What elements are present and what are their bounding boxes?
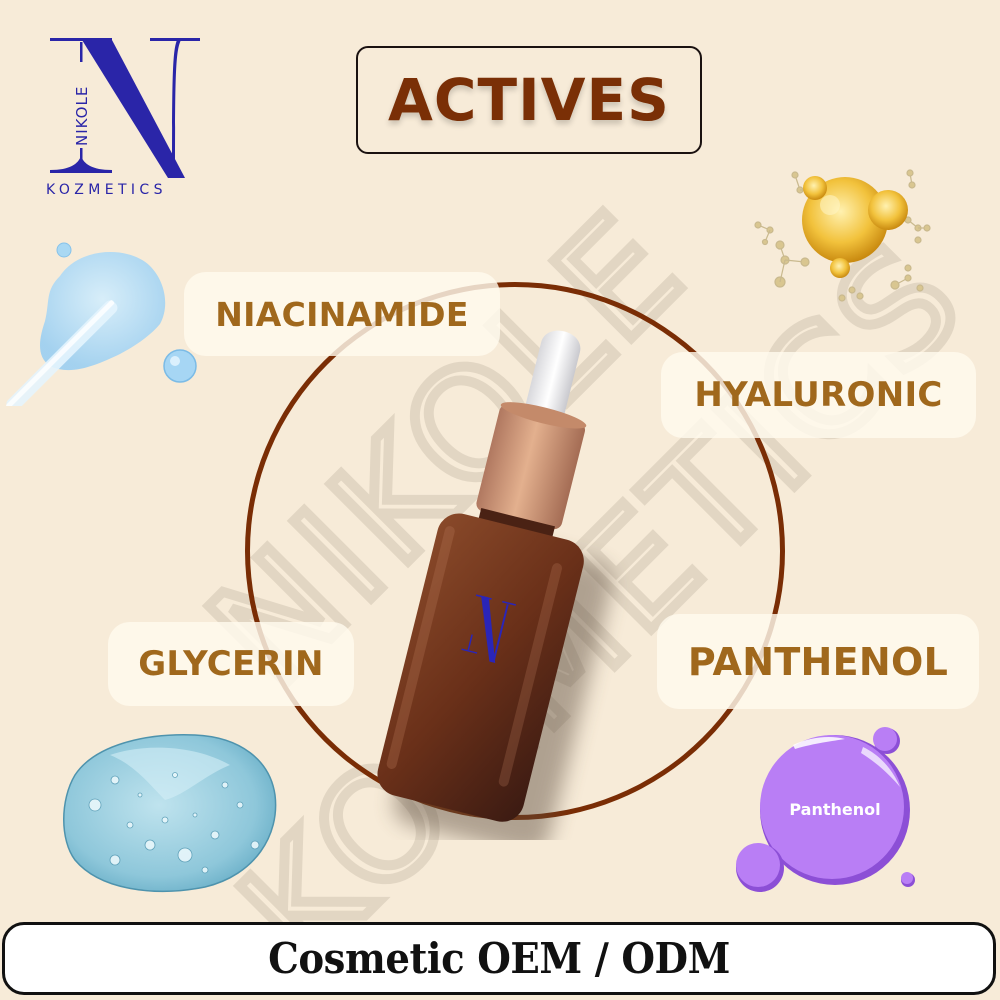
panthenol-bubble-illustration: Panthenol: [736, 727, 915, 892]
label-niacinamide: NIACINAMIDE: [184, 272, 500, 356]
page-title: ACTIVES: [388, 66, 670, 134]
oem-odm-banner: Cosmetic OEM / ODM: [2, 922, 996, 995]
logo-n-icon: NIKOLE: [50, 38, 200, 178]
logo-vertical-text: NIKOLE: [73, 86, 91, 146]
brand-logo: NIKOLE KOZMETICS: [40, 30, 200, 205]
serum-splash-illustration: [6, 242, 197, 406]
label-niacinamide-text: NIACINAMIDE: [215, 294, 469, 334]
title-box: ACTIVES: [356, 46, 702, 154]
dropper-bottle-image: [377, 330, 613, 840]
panthenol-bubble-text: Panthenol: [789, 800, 880, 819]
label-hyaluronic-text: HYALURONIC: [694, 375, 943, 415]
logo-subtitle: KOZMETICS: [46, 182, 167, 198]
label-panthenol: PANTHENOL: [657, 614, 979, 709]
label-hyaluronic: HYALURONIC: [661, 352, 976, 438]
hyaluronic-molecule-illustration: [754, 169, 931, 302]
label-glycerin: GLYCERIN: [108, 622, 354, 706]
dropper-pipette-icon: [6, 300, 118, 406]
label-panthenol-text: PANTHENOL: [687, 639, 949, 684]
banner-text: Cosmetic OEM / ODM: [268, 934, 730, 983]
bottle-logo-icon: [461, 594, 517, 664]
label-glycerin-text: GLYCERIN: [138, 644, 324, 684]
glycerin-gel-illustration: [63, 734, 277, 892]
